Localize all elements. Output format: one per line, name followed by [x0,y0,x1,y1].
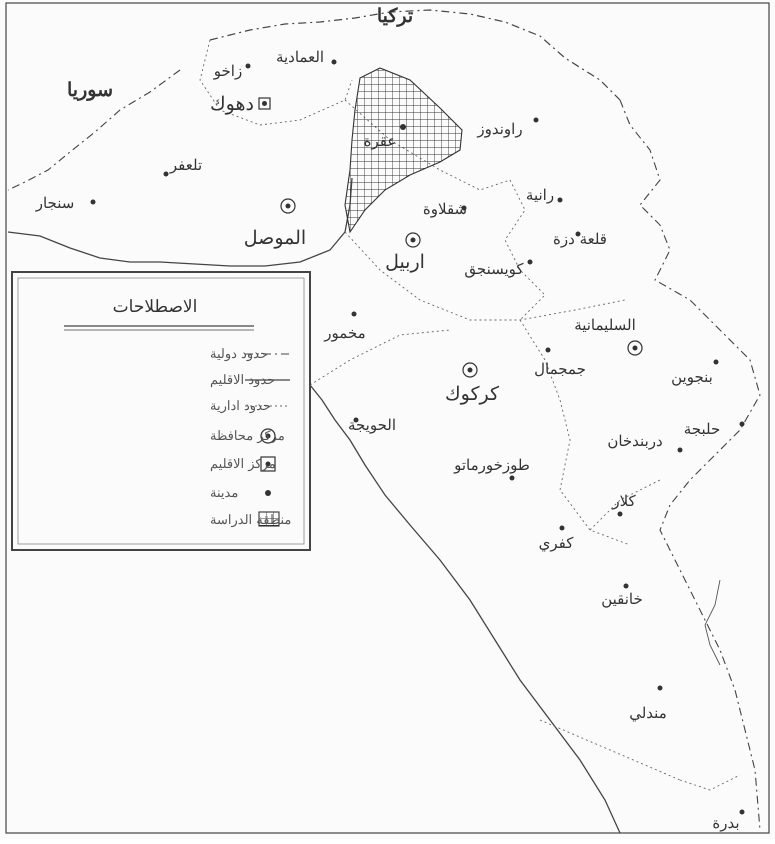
svg-text:مخمور: مخمور [323,324,365,342]
legend-label-admin-border: حدود ادارية [210,399,271,414]
svg-text:كركوك: كركوك [445,383,500,405]
svg-text:دربندخان: دربندخان [607,432,662,450]
legend-title: الاصطلاحات [113,297,198,317]
city-darbandikhan: دربندخان [607,432,683,453]
svg-text:عقرة: عقرة [364,132,397,150]
svg-text:كلار: كلار [611,492,636,510]
city-zakho: زاخو [213,62,251,80]
city-badra: بدرة [712,809,745,832]
legend-label-region-border: حدود الاقليم [210,373,275,388]
study-area-hatched [344,67,463,234]
svg-text:كويسنجق: كويسنجق [464,260,524,278]
city-duhok: دهوك [210,93,271,115]
city-halabja: حلبجة [684,420,745,438]
svg-text:سنجار: سنجار [35,194,75,212]
city-chamchamal: جمجمال [534,347,586,378]
svg-text:السليمانية: السليمانية [574,316,636,334]
svg-text:قلعة دزة: قلعة دزة [553,230,607,248]
city-hawija: الحويجة [348,416,396,434]
legend-symbol-study-area [258,511,280,527]
svg-text:العمادية: العمادية [276,48,324,66]
legend-symbol-town [265,490,271,496]
city-khanaqin: خانقين [601,583,643,608]
svg-text:شقلاوة: شقلاوة [423,200,467,218]
region-border-southwest [309,384,621,834]
city-kifri: كفري [539,525,575,552]
city-qaladiza: قلعة دزة [553,230,607,248]
svg-text:حلبجة: حلبجة [684,420,721,438]
city-makhmur: مخمور [323,311,366,342]
city-rawanduz: راوندوز [476,117,539,138]
city-mosul: الموصل [244,198,306,249]
svg-text:زاخو: زاخو [213,62,242,80]
svg-text:تلعفر: تلعفر [169,156,202,174]
city-sinjar: سنجار [35,194,96,212]
legend-symbol-governorate-center [260,428,276,444]
city-erbil: اربيل [385,232,425,273]
region-border-west [7,177,353,267]
turkey-border-line [209,9,621,101]
svg-text:الحويجة: الحويجة [348,416,396,434]
legend-label-study-area: منطقة الدراسة [210,513,291,528]
svg-text:خانقين: خانقين [601,590,643,608]
legend-label-town: مدينة [210,486,238,501]
syria-border-line [7,69,181,191]
map-frame [5,2,770,834]
svg-text:مندلي: مندلي [629,704,667,722]
svg-text:بنجوين: بنجوين [671,368,713,386]
city-aqra: عقرة [364,124,406,150]
svg-text:الموصل: الموصل [244,227,306,249]
city-telafar: تلعفر [163,156,202,177]
svg-text:طوزخورماتو: طوزخورماتو [453,456,530,474]
svg-text:جمجمال: جمجمال [534,360,586,378]
city-mandali: مندلي [629,685,667,722]
svg-text:راوندوز: راوندوز [476,120,522,138]
city-penjwen: بنجوين [671,359,719,386]
legend: الاصطلاحات حدود دولية حدود الاقليم حدود … [11,271,311,551]
city-shaqlawa: شقلاوة [423,200,467,218]
legend-label-intl-border: حدود دولية [210,347,268,362]
city-rania: رانية [526,186,563,204]
country-label-turkey: تركيا [377,5,413,27]
svg-text:دهوك: دهوك [210,93,254,115]
city-amadiya: العمادية [276,48,337,66]
city-kirkuk: كركوك [445,362,500,405]
river-east [704,579,721,666]
city-sulaymaniyah: السليمانية [574,316,643,356]
country-label-syria: سوريا [67,79,113,101]
legend-label-region-center: مركز الاقليم [210,457,276,472]
svg-text:بدرة: بدرة [712,814,739,832]
city-koysanjaq: كويسنجق [464,259,533,278]
city-tuzkhurmatu: طوزخورماتو [453,456,530,481]
city-kalar: كلار [611,492,637,517]
svg-text:كفري: كفري [539,534,575,552]
legend-symbol-region-center [260,456,276,472]
svg-text:رانية: رانية [526,186,554,204]
svg-text:اربيل: اربيل [385,251,425,273]
legend-label-governorate-center: مركز محافظة [210,429,285,444]
